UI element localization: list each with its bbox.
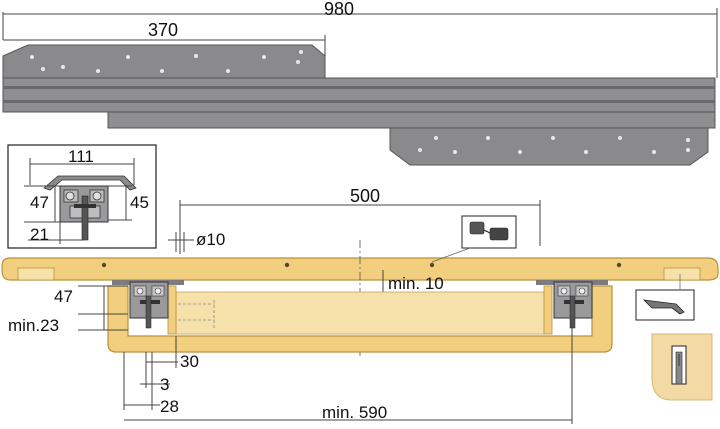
- left-mounting-plate: [2, 44, 326, 79]
- dim-min-depth: min.23: [8, 316, 59, 335]
- detail-height-right: 45: [130, 193, 149, 212]
- rail-section-detail-inset: 111 47 45 21: [7, 144, 157, 249]
- dim-min-width: min. 590: [322, 403, 387, 422]
- rail-plan-view: 980 370: [2, 0, 718, 166]
- dim-offset-3: 3: [160, 375, 169, 394]
- dim-overall-length: 980: [324, 0, 354, 19]
- right-mounting-plate: [389, 127, 709, 166]
- dim-travel: 500: [350, 186, 380, 206]
- catch-callout: [635, 274, 713, 401]
- latch-catch-icon: [642, 299, 685, 315]
- dim-min-gap: min. 10: [388, 274, 444, 293]
- dim-offset-30: 30: [180, 352, 199, 371]
- table-section-view: 500 ø10 min. 10: [1, 186, 719, 424]
- dim-rail-height: 47: [54, 287, 73, 306]
- frame-apron: [107, 285, 613, 353]
- dim-offset-28: 28: [160, 397, 179, 416]
- rail-body: [2, 77, 716, 113]
- dowel-connector-icon: [469, 221, 509, 241]
- dim-slide-plate-length: 370: [148, 20, 178, 40]
- dim-screw-diameter: ø10: [196, 230, 225, 249]
- right-slide-mechanism: [553, 281, 593, 329]
- detail-bottom: 21: [30, 225, 49, 244]
- connector-callout: [431, 215, 517, 263]
- detail-height-left: 47: [30, 193, 49, 212]
- drawer-box: [175, 291, 545, 335]
- left-slide-mechanism: [129, 281, 169, 329]
- detail-width: 111: [68, 147, 94, 166]
